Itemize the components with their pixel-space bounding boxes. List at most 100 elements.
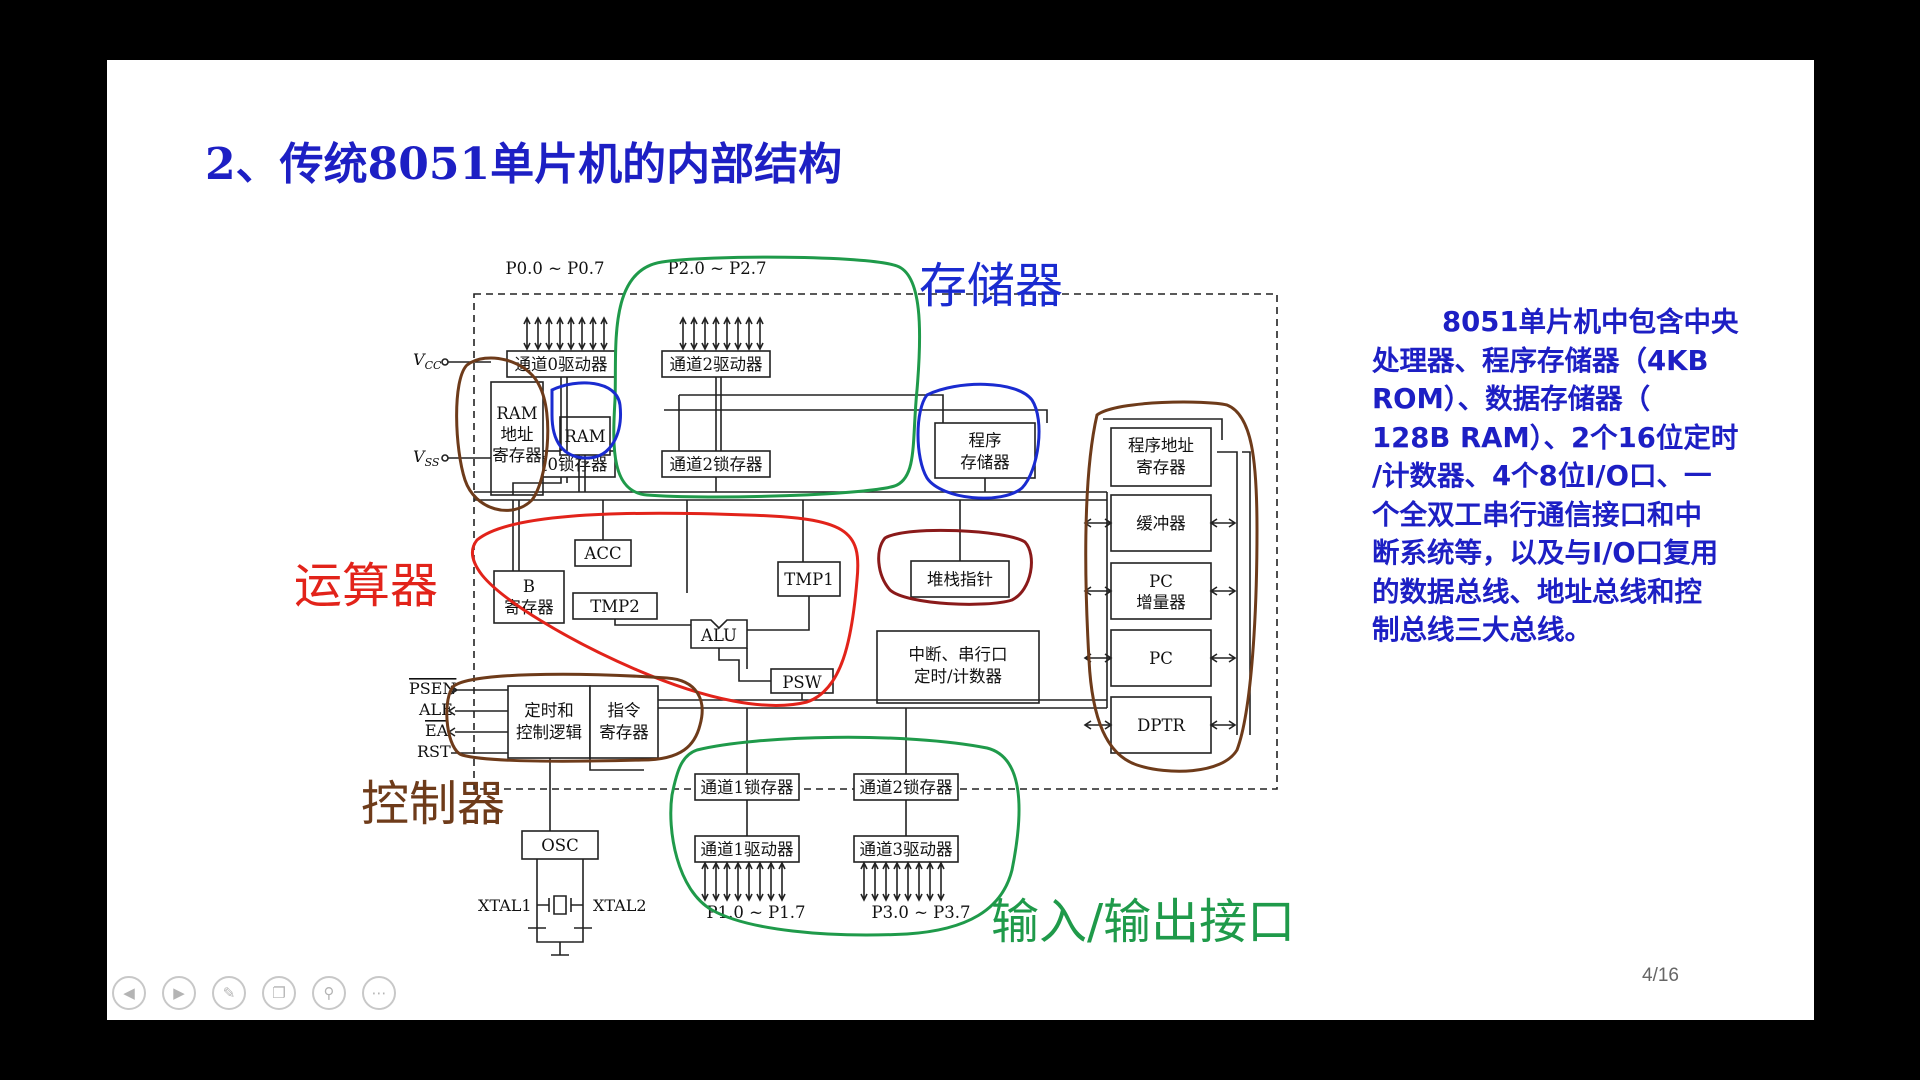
ram-addr-reg-box: [490, 381, 544, 496]
pin-arrow: [701, 316, 709, 351]
osc-wires: [528, 758, 592, 956]
memory-annotation: 存储器: [919, 258, 1063, 314]
pen-icon[interactable]: ✎: [212, 976, 246, 1010]
pc-incrementer-l1: PC: [1149, 572, 1173, 591]
vss-pin: VSS: [413, 447, 440, 469]
b-register-l2: 寄存器: [504, 598, 554, 617]
ram-addr-reg-l3: 寄存器: [492, 446, 542, 465]
pin-arrow: [860, 861, 868, 902]
pin-arrow: [701, 861, 709, 902]
program-memory-l2: 存储器: [960, 453, 1010, 472]
description-text: 8051单片机中包含中央 处理器、程序存储器（4KB ROM）、数据存储器（ 1…: [1372, 303, 1792, 650]
pin-arrow: [723, 861, 731, 902]
ram: RAM: [564, 427, 605, 446]
pin-arrow: [926, 861, 934, 902]
pin-arrow: [600, 316, 608, 351]
program-memory-circle-blue: [916, 382, 1041, 500]
prog-addr-reg-l1: 程序地址: [1128, 436, 1194, 455]
io-circle-green: [669, 735, 1021, 937]
p3-driver-box: [853, 835, 959, 863]
ram-box: [559, 416, 611, 456]
prev-icon[interactable]: ◀: [112, 976, 146, 1010]
pin-arrow: [871, 861, 879, 902]
tmp1-box: [777, 561, 841, 597]
pin-arrow: [712, 861, 720, 902]
buffer-box: [1110, 494, 1212, 552]
io-annotation: 输入/输出接口: [991, 894, 1295, 950]
pin-arrow: [589, 316, 597, 351]
ram-addr-reg-l2: 地址: [501, 425, 534, 444]
tmp1: TMP1: [784, 570, 834, 589]
program-memory-box: [934, 422, 1036, 479]
description-line: 的数据总线、地址总线和控: [1372, 575, 1702, 608]
p0-driver-box: [506, 350, 616, 378]
control-pin-wires: [447, 685, 508, 754]
pin-arrow: [767, 861, 775, 902]
bus-arrow: [1209, 586, 1237, 596]
next-icon[interactable]: ▶: [162, 976, 196, 1010]
ram-addr-circle-brown: [455, 356, 550, 512]
p2-driver: 通道2驱动器: [670, 355, 763, 374]
pin-arrow: [915, 861, 923, 902]
pin-arrow: [882, 861, 890, 902]
p2b-latch: 通道2锁存器: [860, 778, 953, 797]
b-register-l1: B: [523, 577, 535, 596]
pin-arrow: [712, 316, 720, 351]
stack-pointer-box: [910, 560, 1010, 598]
instruction-reg-l1: 指令: [608, 701, 642, 720]
ram-circle-blue: [550, 381, 622, 460]
interrupt-timer-box: [876, 630, 1040, 704]
pin-arrow: [904, 861, 912, 902]
xtal2-pin: XTAL2: [593, 896, 647, 915]
more-icon[interactable]: ⋯: [362, 976, 396, 1010]
tmp2-box: [572, 592, 658, 620]
slide: 2、传统8051单片机的内部结构 P0.0 ~ P0.7 P2.0 ~ P2.7…: [107, 60, 1814, 1020]
description-line: ROM）、数据存储器（: [1372, 383, 1651, 415]
zoom-icon[interactable]: ⚲: [312, 976, 346, 1010]
description-line: 制总线三大总线。: [1372, 614, 1592, 646]
osc-box: [521, 830, 599, 860]
p0-port-label: P0.0 ~ P0.7: [506, 259, 605, 278]
ram-addr-reg-l1: RAM: [496, 404, 537, 423]
pin-arrow: [556, 316, 564, 351]
description-line: 128B RAM）、2个16位定时: [1372, 421, 1739, 454]
p1-driver: 通道1驱动器: [701, 840, 794, 859]
description-line: /计数器、4个8位I/O口、一: [1372, 460, 1712, 492]
copy-icon[interactable]: ❐: [262, 976, 296, 1010]
pin-arrow: [578, 316, 586, 351]
bus-arrow: [1209, 518, 1237, 528]
acc: ACC: [583, 544, 621, 563]
pin-arrow: [723, 316, 731, 351]
pc-incrementer-l2: 增量器: [1136, 593, 1186, 612]
vcc-pin: VCC: [413, 350, 442, 372]
timing-control-l1: 定时和: [524, 701, 574, 720]
chip-boundary: [473, 293, 1278, 790]
ea-pin: EA: [425, 721, 449, 740]
pin-arrow: [679, 316, 687, 351]
p2b-latch-box: [853, 773, 959, 801]
alu-box: [690, 619, 748, 649]
p1-pin-arrows: [701, 861, 786, 902]
rst-pin: RST: [417, 742, 451, 761]
pin-arrow: [745, 861, 753, 902]
description-line: 8051单片机中包含中央: [1442, 306, 1739, 338]
controller-circle-brown: [445, 672, 704, 763]
pin-arrow: [545, 316, 553, 351]
program-memory-l1: 程序: [969, 431, 1002, 450]
ale-pin: ALE: [418, 700, 453, 719]
interrupt-timer-l2: 定时/计数器: [914, 667, 1003, 686]
bus-arrow: [1209, 653, 1237, 663]
psw: PSW: [782, 673, 821, 692]
alu-circle-red: [470, 511, 860, 707]
osc: OSC: [541, 836, 578, 855]
bus-arrow: [1209, 720, 1237, 730]
pin-arrow: [690, 316, 698, 351]
p1-latch-box: [694, 773, 800, 801]
pin-arrow: [734, 861, 742, 902]
p2-pin-arrows: [679, 316, 764, 351]
pin-arrow: [534, 316, 542, 351]
description-line: 个全双工串行通信接口和中: [1372, 498, 1702, 531]
block-diagram: P0.0 ~ P0.7 P2.0 ~ P2.7 通道0驱动器 通道2驱动器 通道…: [409, 259, 1278, 956]
p2-driver-box: [661, 350, 771, 378]
p3-driver: 通道3驱动器: [860, 840, 953, 859]
